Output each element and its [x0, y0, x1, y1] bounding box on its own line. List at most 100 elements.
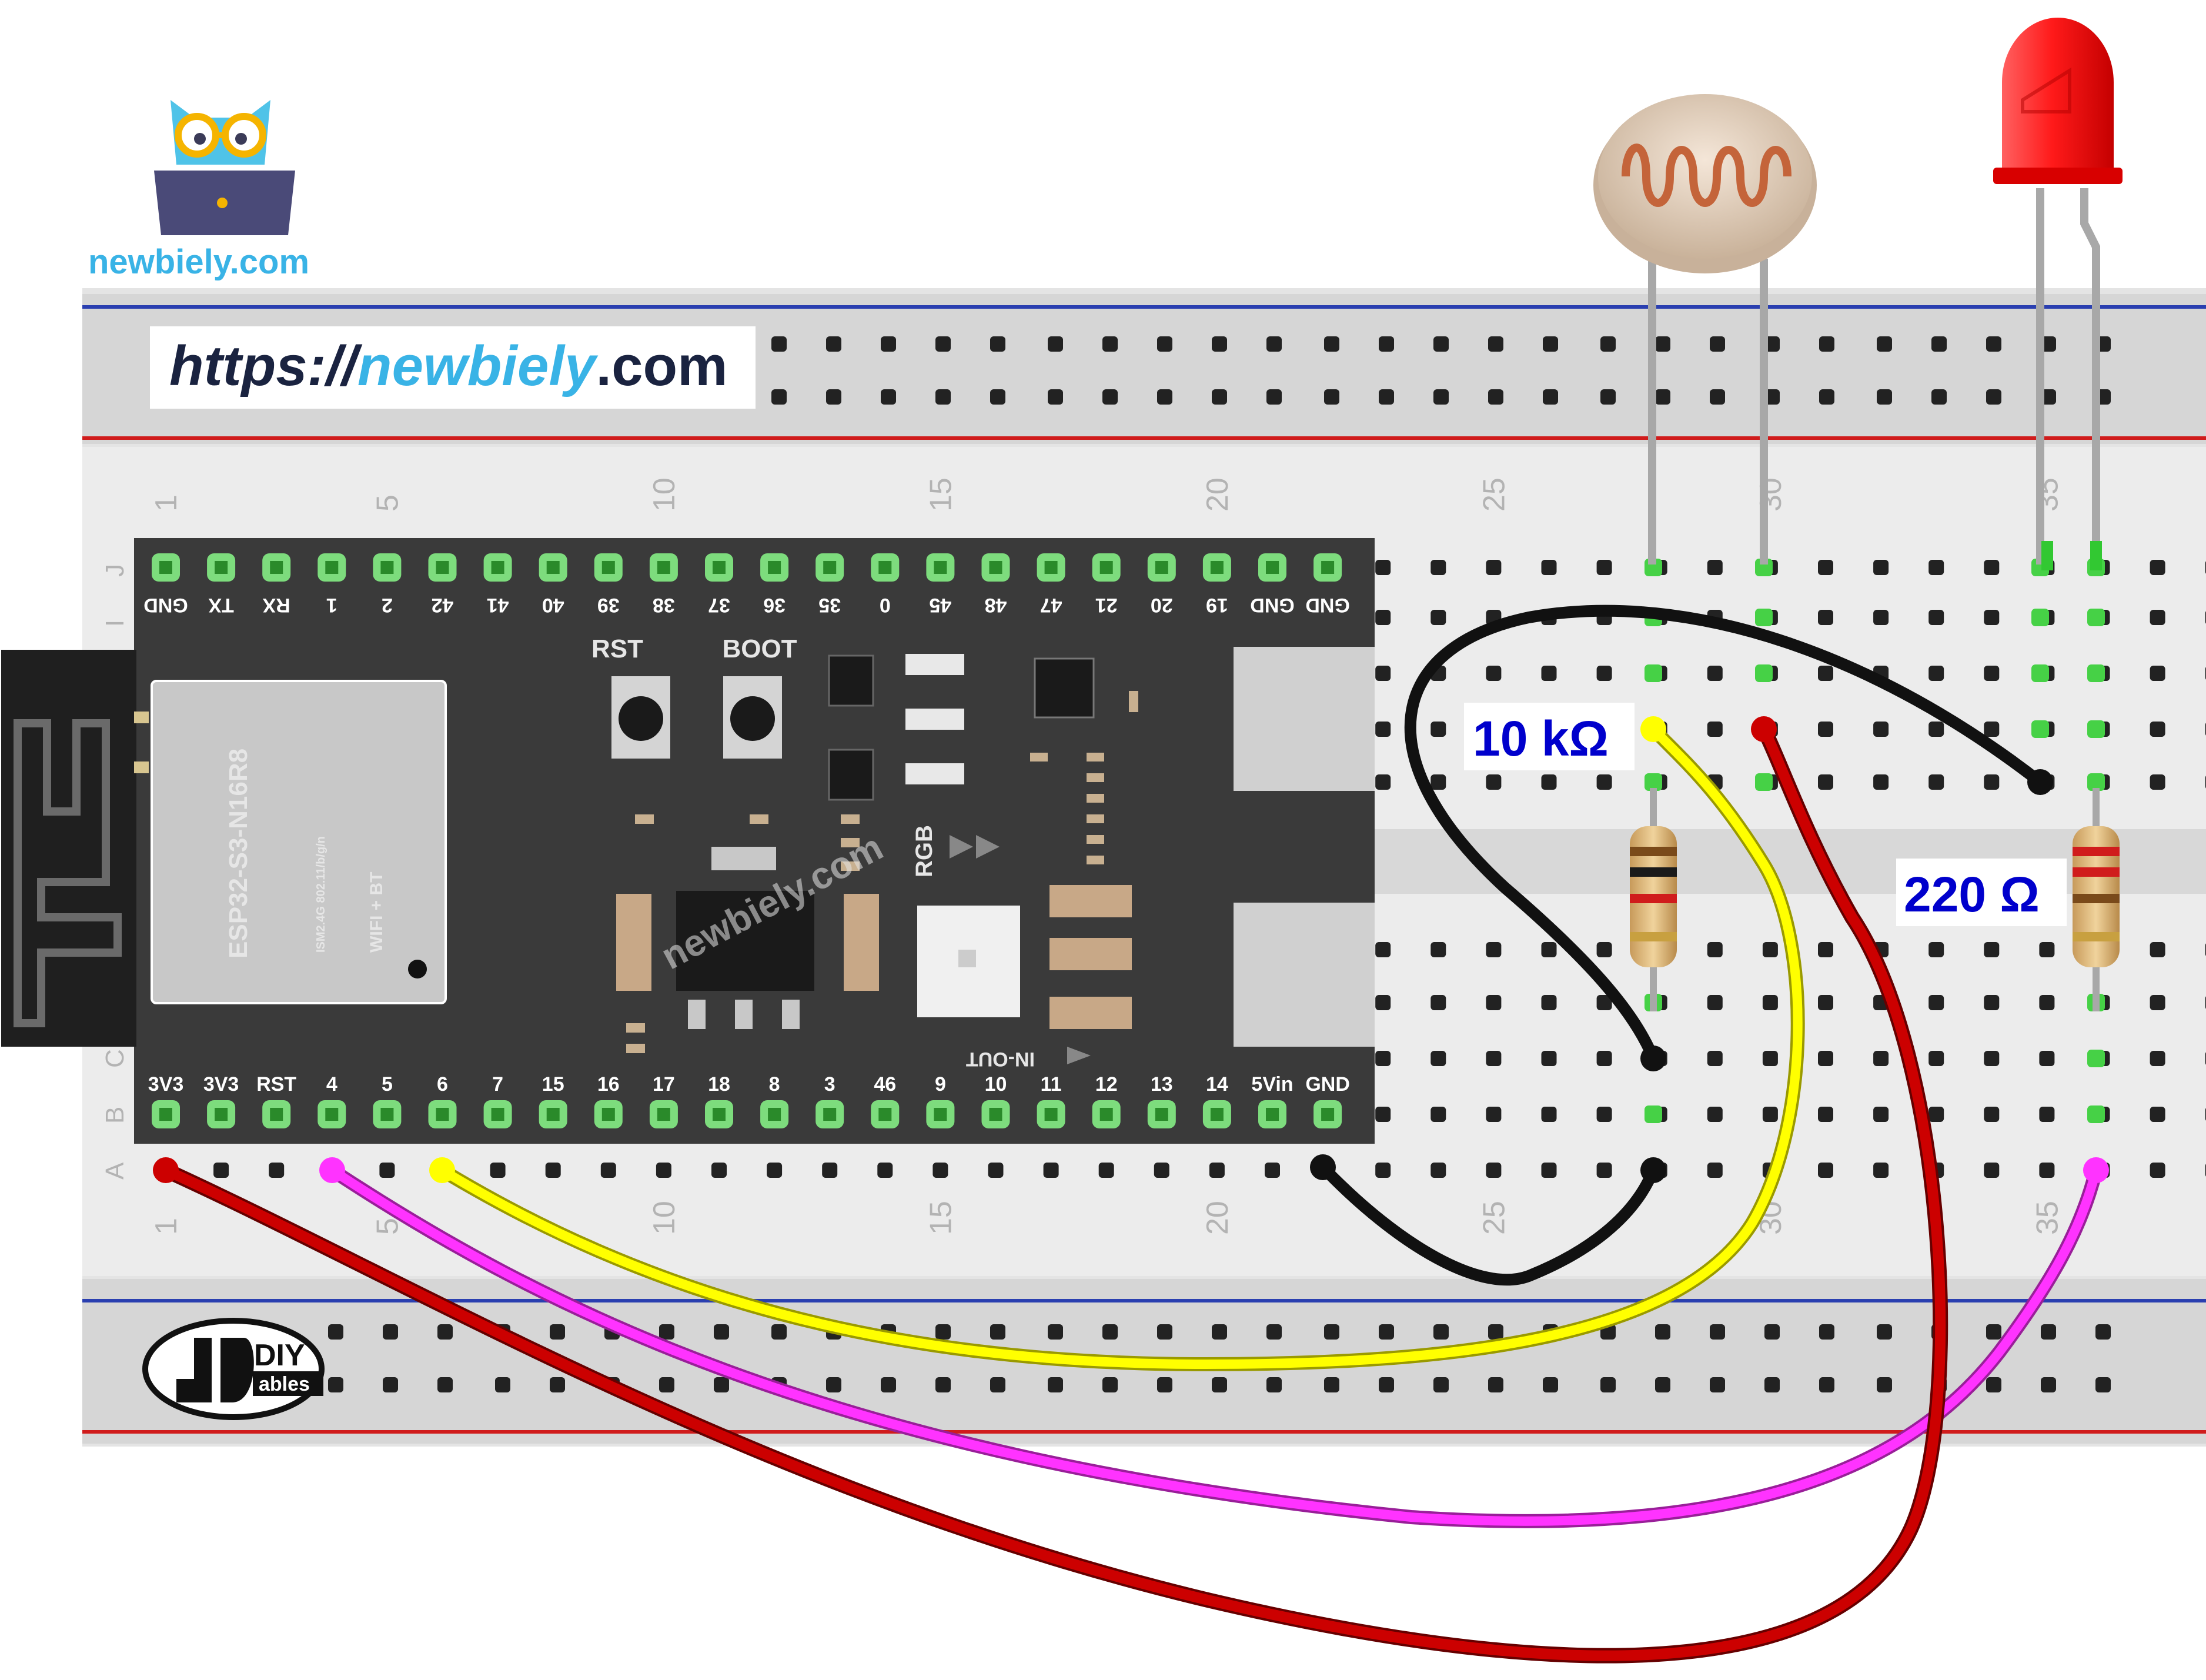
rail-hole[interactable]: [1324, 336, 1339, 352]
breadboard-hole[interactable]: [1486, 560, 1502, 575]
rail-hole[interactable]: [1048, 1377, 1063, 1392]
breadboard-hole[interactable]: [2150, 995, 2165, 1010]
breadboard-hole[interactable]: [2039, 1107, 2055, 1122]
breadboard-hole[interactable]: [988, 1163, 1004, 1178]
rail-hole[interactable]: [1488, 1324, 1503, 1340]
breadboard-hole[interactable]: [2039, 942, 2055, 957]
rail-hole[interactable]: [1986, 1324, 2001, 1340]
breadboard-hole[interactable]: [1541, 1107, 1557, 1122]
breadboard-hole[interactable]: [767, 1163, 783, 1178]
breadboard-hole[interactable]: [1984, 722, 2000, 737]
rail-hole[interactable]: [2095, 1324, 2111, 1340]
breadboard-hole[interactable]: [1486, 1107, 1502, 1122]
breadboard-hole[interactable]: [1430, 1051, 1446, 1066]
rail-hole[interactable]: [771, 336, 787, 352]
breadboard-hole[interactable]: [1873, 1107, 1889, 1122]
rail-hole[interactable]: [935, 1324, 951, 1340]
rail-hole[interactable]: [1655, 336, 1670, 352]
breadboard-hole[interactable]: [1818, 560, 1833, 575]
rail-hole[interactable]: [1877, 389, 1892, 405]
breadboard-hole[interactable]: [1596, 666, 1612, 681]
rail-hole[interactable]: [1048, 1324, 1063, 1340]
breadboard-hole[interactable]: [877, 1163, 893, 1178]
breadboard-hole[interactable]: [1486, 1163, 1502, 1178]
rail-hole[interactable]: [2041, 336, 2056, 352]
rail-hole[interactable]: [1048, 389, 1063, 405]
breadboard-hole[interactable]: [1375, 722, 1391, 737]
rail-hole[interactable]: [1266, 1377, 1282, 1392]
rail-hole[interactable]: [990, 389, 1005, 405]
rail-hole[interactable]: [437, 1324, 453, 1340]
breadboard-hole[interactable]: [1430, 1163, 1446, 1178]
breadboard-hole[interactable]: [1928, 610, 1944, 625]
breadboard-hole[interactable]: [1209, 1163, 1225, 1178]
rail-hole[interactable]: [990, 1377, 1005, 1392]
breadboard-hole[interactable]: [1873, 1163, 1889, 1178]
breadboard-hole[interactable]: [2150, 560, 2165, 575]
rail-hole[interactable]: [1764, 1377, 1780, 1392]
breadboard-hole[interactable]: [1928, 942, 1944, 957]
rail-hole[interactable]: [550, 1324, 565, 1340]
breadboard-hole[interactable]: [1818, 995, 1833, 1010]
rail-hole[interactable]: [2095, 1377, 2111, 1392]
breadboard-hole[interactable]: [1818, 774, 1833, 790]
breadboard-hole[interactable]: [2150, 1163, 2165, 1178]
breadboard-hole[interactable]: [1707, 995, 1723, 1010]
breadboard-hole[interactable]: [1596, 774, 1612, 790]
rail-hole[interactable]: [550, 1377, 565, 1392]
rail-hole[interactable]: [383, 1324, 398, 1340]
rail-hole[interactable]: [1488, 389, 1503, 405]
rail-hole[interactable]: [1764, 336, 1780, 352]
rail-hole[interactable]: [1986, 1377, 2001, 1392]
rail-hole[interactable]: [1433, 1324, 1449, 1340]
rail-hole[interactable]: [659, 1377, 674, 1392]
rail-hole[interactable]: [1433, 389, 1449, 405]
breadboard-hole[interactable]: [1375, 560, 1391, 575]
breadboard-hole[interactable]: [1098, 1163, 1114, 1178]
rail-hole[interactable]: [881, 336, 896, 352]
rail-hole[interactable]: [1543, 336, 1558, 352]
rail-hole[interactable]: [1266, 336, 1282, 352]
breadboard-hole[interactable]: [1154, 1163, 1169, 1178]
breadboard-hole[interactable]: [1375, 1051, 1391, 1066]
breadboard-hole[interactable]: [1873, 1051, 1889, 1066]
breadboard-hole[interactable]: [1873, 560, 1889, 575]
breadboard-hole[interactable]: [1596, 995, 1612, 1010]
breadboard-hole[interactable]: [1873, 610, 1889, 625]
rail-hole[interactable]: [1266, 389, 1282, 405]
rail-hole[interactable]: [328, 1377, 343, 1392]
rail-hole[interactable]: [2041, 389, 2056, 405]
breadboard-hole[interactable]: [1541, 560, 1557, 575]
breadboard-hole[interactable]: [1430, 995, 1446, 1010]
breadboard-hole[interactable]: [1762, 995, 1778, 1010]
breadboard-hole[interactable]: [1375, 995, 1391, 1010]
rail-hole[interactable]: [881, 389, 896, 405]
rail-hole[interactable]: [1710, 389, 1725, 405]
rail-hole[interactable]: [1655, 1377, 1670, 1392]
breadboard-hole[interactable]: [1818, 1107, 1833, 1122]
breadboard-hole[interactable]: [1928, 995, 1944, 1010]
breadboard-hole[interactable]: [1762, 942, 1778, 957]
breadboard-hole[interactable]: [1430, 1107, 1446, 1122]
rail-hole[interactable]: [1986, 389, 2001, 405]
breadboard-hole[interactable]: [1541, 666, 1557, 681]
rail-hole[interactable]: [826, 336, 841, 352]
rail-hole[interactable]: [1819, 389, 1834, 405]
rail-hole[interactable]: [1266, 1324, 1282, 1340]
breadboard-hole[interactable]: [2150, 666, 2165, 681]
rail-hole[interactable]: [714, 1324, 729, 1340]
rail-hole[interactable]: [328, 1324, 343, 1340]
breadboard-hole[interactable]: [600, 1163, 616, 1178]
breadboard-hole[interactable]: [1596, 1163, 1612, 1178]
breadboard-hole[interactable]: [1873, 722, 1889, 737]
rail-hole[interactable]: [1379, 389, 1394, 405]
breadboard-hole[interactable]: [1928, 560, 1944, 575]
rail-hole[interactable]: [1600, 336, 1616, 352]
rail-hole[interactable]: [1819, 1377, 1834, 1392]
breadboard-hole[interactable]: [1596, 1107, 1612, 1122]
breadboard-hole[interactable]: [1707, 1051, 1723, 1066]
breadboard-hole[interactable]: [1375, 666, 1391, 681]
breadboard-hole[interactable]: [2150, 610, 2165, 625]
breadboard-hole[interactable]: [1375, 942, 1391, 957]
rail-hole[interactable]: [1379, 336, 1394, 352]
